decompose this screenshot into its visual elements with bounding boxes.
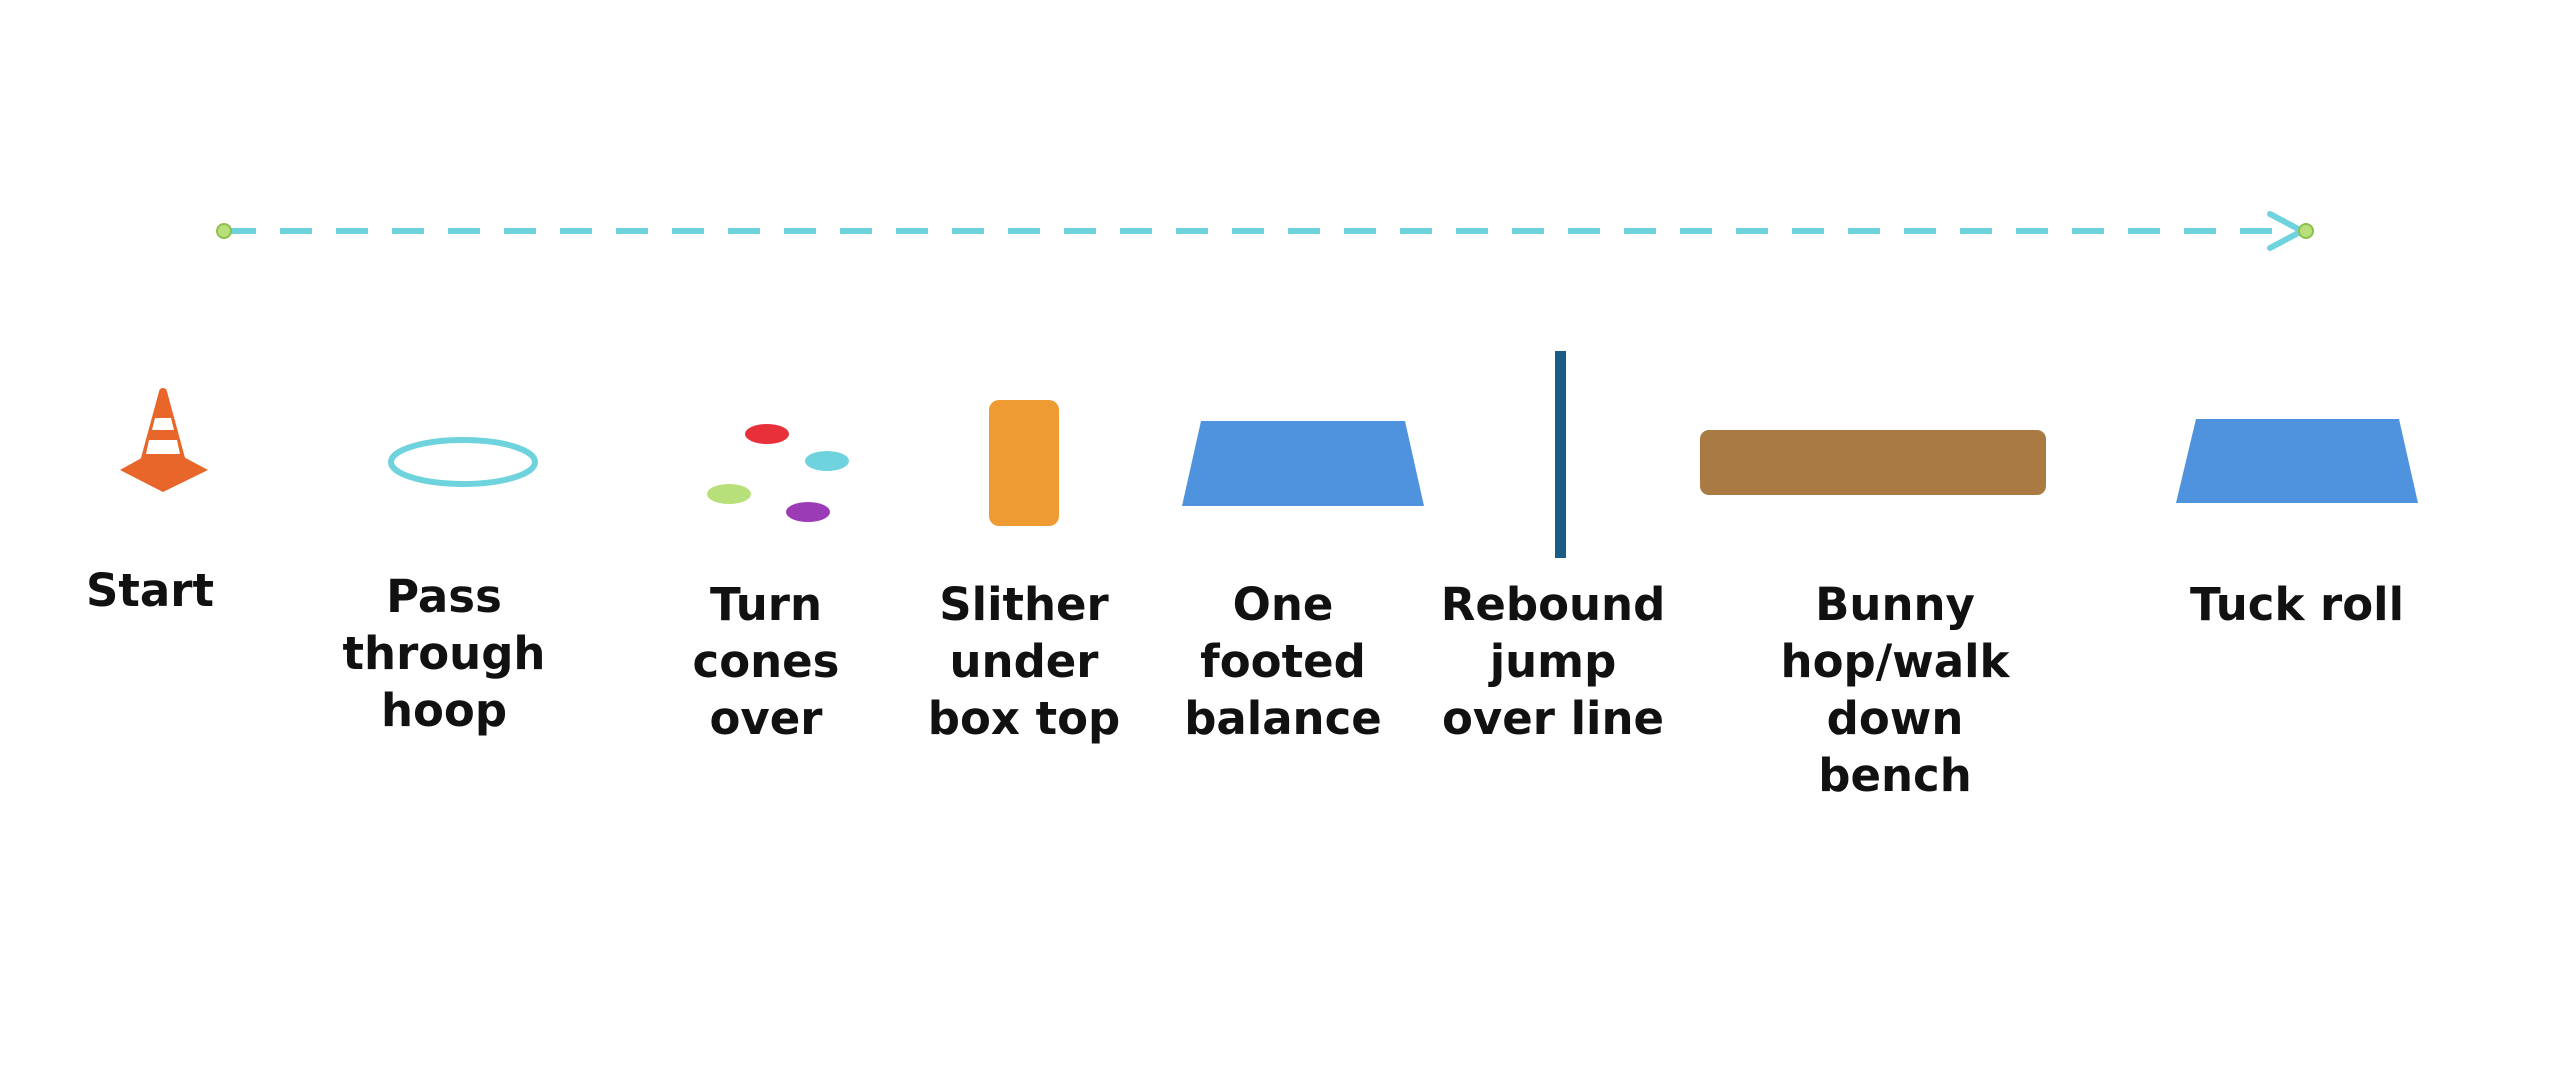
hoop-icon: [388, 437, 538, 487]
spot-markers-icon: [707, 424, 849, 522]
station-label-tuck-roll: Tuck roll: [2189, 578, 2404, 631]
spot-marker-purple: [786, 502, 830, 522]
station-label-bench: Bunny hop/walk down bench: [1780, 578, 2010, 802]
station-label-rebound: Rebound jump over line: [1440, 578, 1666, 745]
station-label-hoop: Pass through hoop: [342, 570, 546, 737]
arrow-end-point: [2298, 223, 2314, 239]
line-icon: [1555, 351, 1566, 558]
station-label-box: Slither under box top: [927, 578, 1121, 745]
box-top-icon: [989, 400, 1059, 526]
cone-icon: [120, 388, 208, 492]
station-label-start: Start: [86, 564, 214, 617]
arrowhead-icon: [2267, 211, 2305, 251]
station-label-balance: One footed balance: [1184, 578, 1382, 745]
mat-icon: [1182, 421, 1424, 506]
tuck-roll-mat-icon: [2176, 419, 2418, 503]
spot-marker-cyan: [805, 451, 849, 471]
direction-arrow: [216, 211, 2314, 251]
spot-marker-red: [745, 424, 789, 444]
station-label-cones: Turn cones over: [692, 578, 840, 745]
spot-marker-green: [707, 484, 751, 504]
arrow-start-point: [216, 223, 232, 239]
bench-icon: [1700, 430, 2046, 495]
